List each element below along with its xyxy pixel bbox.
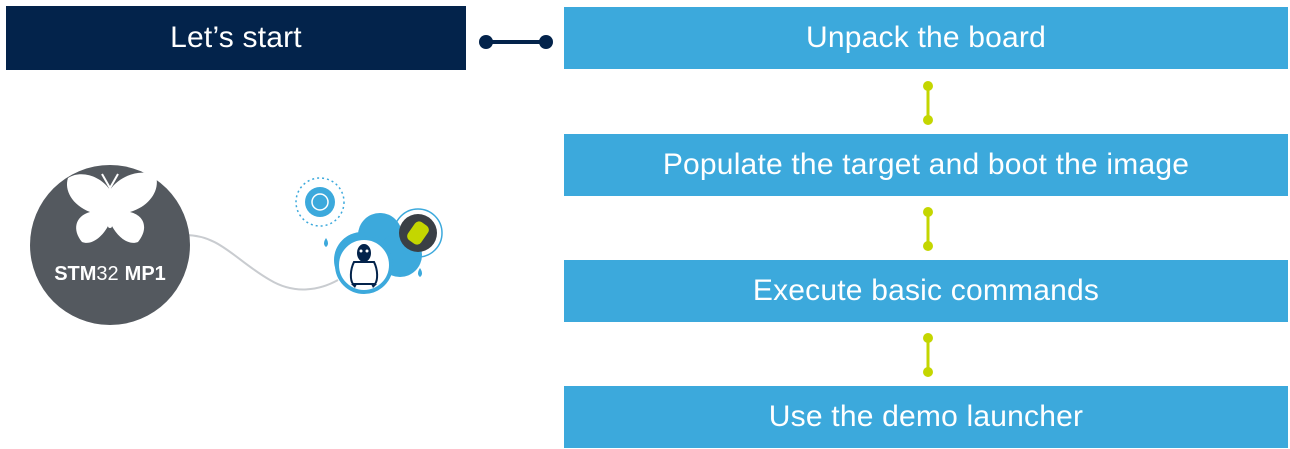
stm32mp1-logo-text: STM32 MP1 — [54, 263, 166, 285]
stm32mp1-illustration: STM32 MP1 — [30, 165, 443, 325]
stm32-logo-disc — [30, 165, 190, 325]
brand-prefix: STM — [54, 263, 96, 285]
linux-penguin-icon — [335, 236, 393, 294]
droplet-icon — [418, 268, 422, 277]
step-label: Use the demo launcher — [768, 400, 1084, 433]
header-connector — [479, 35, 553, 49]
chip-icon — [393, 208, 443, 258]
step-demo-launcher: Use the demo launcher — [564, 386, 1288, 448]
brand-number: 32 — [96, 263, 118, 285]
step-label: Execute basic commands — [752, 274, 1100, 307]
step-connector — [923, 207, 933, 251]
wire-line — [184, 234, 339, 291]
droplet-icon — [324, 238, 328, 247]
butterfly-icon — [66, 172, 157, 243]
target-icon — [295, 177, 345, 227]
step-populate-target: Populate the target and boot the image — [564, 134, 1288, 196]
lets-start-label: Let’s start — [170, 21, 302, 54]
step-unpack-board: Unpack the board — [564, 7, 1288, 69]
step-connector — [923, 81, 933, 125]
step-label: Populate the target and boot the image — [662, 148, 1190, 181]
step-connector — [923, 333, 933, 377]
step-label: Unpack the board — [805, 21, 1047, 54]
brand-suffix: MP1 — [125, 263, 166, 285]
lets-start-box: Let’s start — [6, 6, 466, 70]
step-execute-commands: Execute basic commands — [564, 260, 1288, 322]
